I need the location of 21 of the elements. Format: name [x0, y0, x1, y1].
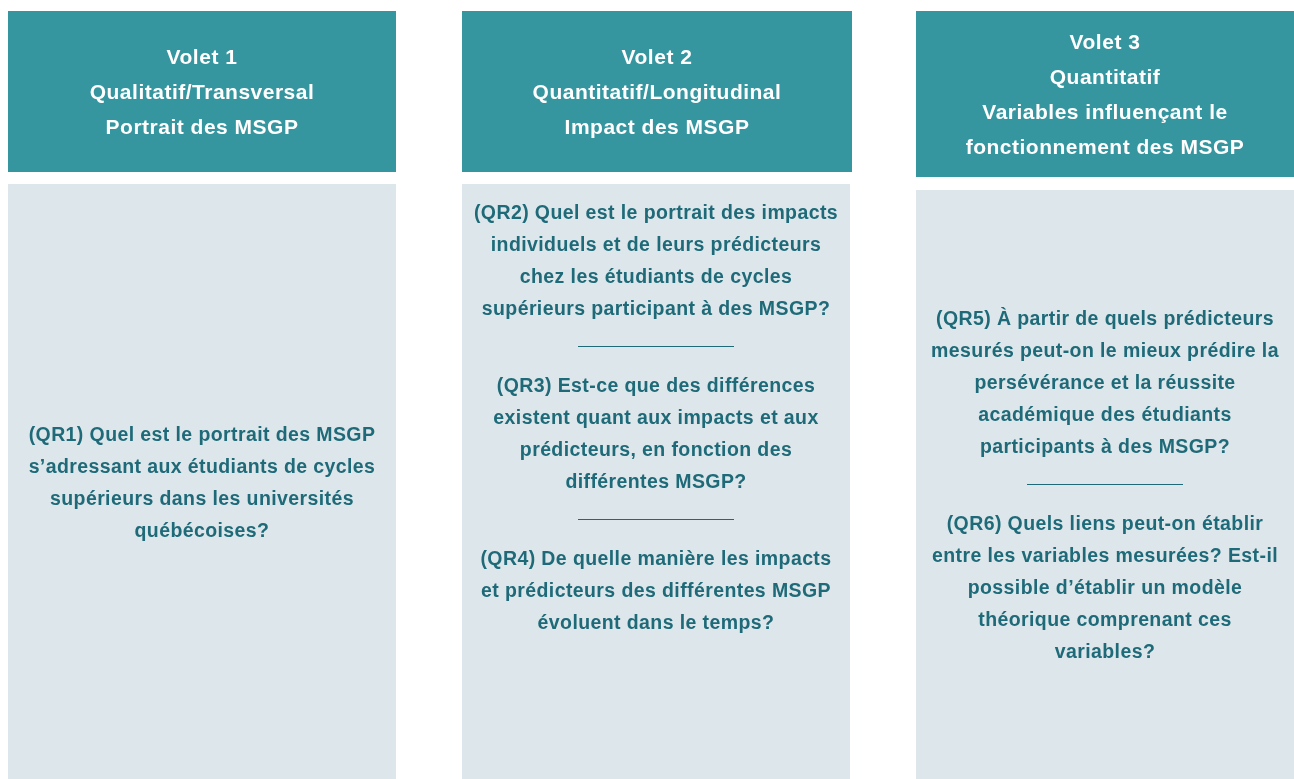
question-panel	[916, 190, 1294, 779]
header-text: Volet 2	[621, 44, 693, 70]
header-text: Qualitatif/Transversal	[89, 79, 315, 105]
question-panel	[462, 184, 850, 779]
question-text: (QR3) Est-ce que des différences existent quant aux impacts et aux prédicteurs, en fonction des différentes MSGP?	[492, 373, 820, 494]
question-text: (QR4) De quelle manière les impacts et prédicteurs des différentes MSGP évoluent dans le temps?	[479, 546, 833, 635]
header-text: Volet 1	[166, 44, 238, 70]
header-panel	[8, 11, 396, 172]
header-panel	[916, 11, 1294, 177]
question-text: (QR1) Quel est le portrait des MSGP s’adressant aux étudiants de cycles supérieurs dans les universités québécoises?	[27, 421, 377, 543]
question-panel	[8, 184, 396, 779]
header-text: Quantitatif/Longitudinal	[532, 79, 782, 105]
header-text: Impact des MSGP	[564, 114, 750, 140]
header-panel	[462, 11, 852, 172]
header-text: Quantitatif	[1049, 64, 1161, 90]
header-text: Portrait des MSGP	[105, 114, 299, 140]
question-text: (QR6) Quels liens peut-on établir entre les variables mesurées? Est-il possible d’établir un modèle théorique comprenant ces variables?	[930, 511, 1280, 664]
header-text: Volet 3	[1069, 29, 1141, 55]
header-text: Variables influençant le fonctionnement des MSGP	[964, 99, 1246, 160]
question-text: (QR2) Quel est le portrait des impacts individuels et de leurs prédicteurs chez les étudiants de cycles supérieurs participant à des MSGP?	[472, 200, 840, 321]
question-text: (QR5) À partir de quels prédicteurs mesurés peut-on le mieux prédire la persévérance et la réussite académique des étudiants participants à des MSGP?	[930, 306, 1280, 459]
